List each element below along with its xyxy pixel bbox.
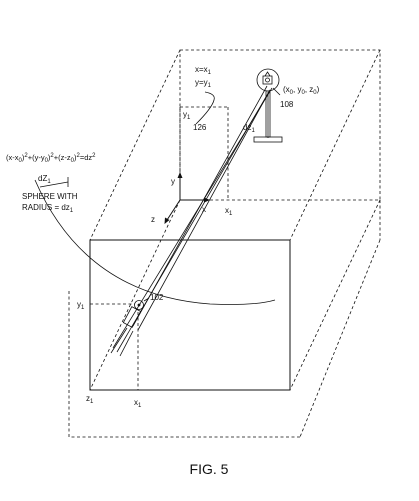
label-z1-lower: z1 <box>86 394 94 405</box>
label-dz-left: dZ1 <box>38 174 51 185</box>
label-x1-upper: x1 <box>225 206 233 217</box>
label-ref-126: 126 <box>193 123 207 132</box>
label-axis-z: z <box>151 215 155 224</box>
label-sphere-text-line2: RADIUS = dz1 <box>22 203 74 214</box>
lower-reference-lines <box>90 303 139 390</box>
label-ref-102: 102 <box>150 293 164 302</box>
sphere-arc <box>34 179 276 305</box>
label-axis-y: y <box>171 177 175 186</box>
inner-solid-box <box>89 239 291 391</box>
label-sphere-text-line1: SPHERE WITH <box>22 192 78 201</box>
label-y1-lower: y1 <box>77 300 85 311</box>
label-x1-lower: x1 <box>134 398 142 409</box>
source-device-108 <box>253 68 283 143</box>
figure-caption: FIG. 5 <box>190 461 229 477</box>
label-point-coords: (x0, y0, z0) <box>283 85 320 96</box>
label-y-eq-y1: y=y1 <box>195 78 212 89</box>
leader-126 <box>195 91 215 125</box>
label-dz-upper: dz1 <box>243 123 255 134</box>
coordinate-axes <box>164 172 210 224</box>
label-x-eq-x1: x=x1 <box>195 65 212 76</box>
labels: x=x1 y=y1 y1 126 (x0, y0, z0) 108 dz1 y … <box>6 65 320 477</box>
dz-left-dimension <box>39 177 69 188</box>
outer-dashed-box <box>68 49 381 438</box>
label-sphere-equation: (x-x0)2+(y-y0)2+(z-z0)2=dz2 <box>6 153 96 164</box>
probe-102 <box>122 297 150 328</box>
label-axis-x: x <box>202 205 206 214</box>
label-ref-108: 108 <box>280 100 294 109</box>
label-y1-upper: y1 <box>183 110 191 121</box>
